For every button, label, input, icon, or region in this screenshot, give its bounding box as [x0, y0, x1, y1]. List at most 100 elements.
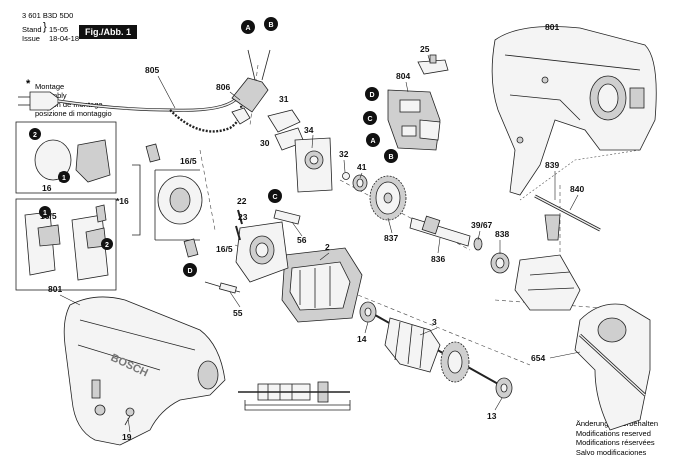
part-label-837: 837: [384, 233, 398, 243]
part-label-16-asterisk: *16: [116, 196, 129, 206]
callout-D-top: D: [365, 87, 379, 101]
wire-55: [204, 281, 241, 294]
part-label-805: 805: [145, 65, 159, 75]
screw-23: [235, 225, 241, 241]
brush-plate-34: [294, 137, 333, 193]
callout-letter: D: [369, 92, 374, 99]
part-31-cover: [267, 109, 301, 133]
part-label-32: 32: [339, 149, 349, 159]
part-label-16-5-b: 16/5: [216, 244, 233, 254]
stand-label: Stand: [22, 25, 42, 34]
inset-detail-box-1: [15, 121, 117, 194]
callout-letter: C: [367, 116, 372, 123]
part-label-16: 16: [42, 183, 52, 193]
inset-detail-box-2: [15, 198, 117, 291]
gear-837: [369, 175, 407, 221]
callout-2-inset1: 2: [29, 128, 41, 140]
spindle-836: [409, 215, 471, 247]
housing-half-801-bottom: BOSCH: [63, 296, 226, 446]
part-label-840: 840: [570, 184, 584, 194]
part-label-836: 836: [431, 254, 445, 264]
leader-lines: [59, 54, 581, 433]
screw-19: [124, 407, 135, 426]
part-label-801-top: 801: [545, 22, 559, 32]
callout-number: 2: [105, 242, 109, 249]
callout-1-inset1: 1: [58, 171, 70, 183]
switch-804: [387, 89, 441, 151]
bearing-838: [490, 252, 510, 274]
washer-32: [342, 172, 350, 180]
callout-letter: C: [272, 194, 277, 201]
chuck-839: [514, 254, 581, 311]
part-label-55: 55: [233, 308, 243, 318]
part-label-34: 34: [304, 125, 314, 135]
part-label-804: 804: [396, 71, 410, 81]
part-label-19: 19: [122, 432, 132, 442]
callout-D-wire: D: [183, 263, 197, 277]
part-label-839: 839: [545, 160, 559, 170]
bearing-13: [495, 377, 513, 399]
part-label-56: 56: [297, 235, 307, 245]
callout-1-inset2: 1: [39, 206, 51, 218]
figure-label: Fig./Abb. 1: [79, 25, 137, 39]
brush-holder-16: [154, 169, 203, 241]
armature-detail-inset: [238, 381, 351, 411]
part-label-838: 838: [495, 229, 509, 239]
part-label-39-67: 39/67: [471, 220, 493, 230]
mains-cable-805: [18, 91, 243, 133]
brush-housing-plate: [235, 221, 289, 283]
callout-letter: D: [187, 268, 192, 275]
bearing-41: [352, 174, 368, 192]
callout-C-top: C: [363, 111, 377, 125]
montage-line: position de montage: [35, 100, 103, 109]
screw-22: [237, 209, 243, 225]
document-number: 3 601 B3D 5D0: [22, 11, 74, 20]
part-label-3: 3: [432, 317, 437, 327]
issue-label: Issue: [22, 34, 40, 43]
montage-line: Montage: [35, 82, 65, 91]
callout-number: 2: [33, 132, 37, 139]
part-label-13: 13: [487, 411, 497, 421]
callout-B-top: B: [264, 17, 278, 31]
stand-date: 15-05: [49, 25, 69, 34]
disclaimer-line: Salvo modificaciones: [575, 447, 647, 457]
issue-date: 18-04-18: [49, 34, 80, 43]
montage-line: posizione di montaggio: [35, 109, 112, 118]
callout-A-switch: A: [366, 133, 380, 147]
montage-asterisk: *: [26, 78, 31, 90]
part-number-labels: 801 805 806 25 804 31 30 34 32 41 16/5 1…: [40, 22, 584, 442]
part-label-801-bottom: 801: [48, 284, 62, 294]
part-label-23: 23: [238, 212, 248, 222]
part-label-806: 806: [216, 82, 230, 92]
disclaimer-line: Modifications réservées: [575, 438, 655, 447]
cable-protector-806: [231, 49, 271, 125]
part-label-14: 14: [357, 334, 367, 344]
part-label-31: 31: [279, 94, 289, 104]
callout-B-switch: B: [384, 149, 398, 163]
bearing-14: [359, 301, 377, 323]
part-label-654: 654: [531, 353, 545, 363]
housing-half-801-top: [491, 26, 657, 196]
part-label-25: 25: [420, 44, 430, 54]
callout-letter: B: [388, 154, 393, 161]
terminal-56: [273, 209, 301, 225]
carbon-brush-16-5-bottom: [183, 238, 199, 258]
part-label-16-5-a: 16/5: [180, 156, 197, 166]
part-label-22: 22: [237, 196, 247, 206]
bracket-glyph: }: [43, 21, 47, 33]
disclaimer-line: Modifications reserved: [575, 428, 651, 438]
part-label-30: 30: [260, 138, 270, 148]
callout-number: 1: [43, 210, 47, 217]
carbon-brush-16-5-top: [145, 143, 161, 163]
armature-3: [374, 314, 501, 386]
aux-handle-654: [574, 303, 651, 431]
part-label-41: 41: [357, 162, 367, 172]
retaining-ring-39-67: [473, 237, 483, 251]
callout-C-terminal: C: [268, 189, 282, 203]
field-stator-2: [281, 247, 363, 323]
callout-A-top: A: [241, 20, 255, 34]
chuck-key-840: [534, 194, 601, 241]
callout-2-inset2: 2: [101, 238, 113, 250]
